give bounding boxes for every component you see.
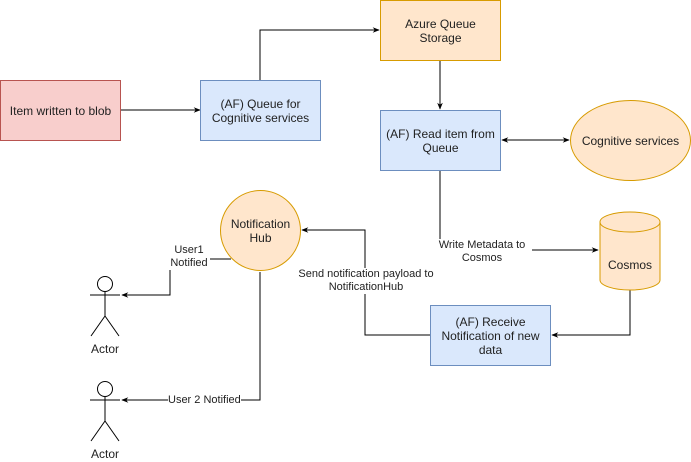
node-label: (AF) Queue for Cognitive services [211,96,310,125]
node-label: Cosmos [607,258,652,272]
node-label: Azure Queue Storage [405,16,476,45]
node-af-receive-notification[interactable]: (AF) Receive Notification of new data [430,305,551,366]
actor2-label: Actor [90,447,119,461]
node-cosmos[interactable]: Cosmos [600,258,660,272]
actor1-label: Actor [90,342,119,356]
node-azure-queue-storage[interactable]: Azure Queue Storage [380,0,501,61]
edge-queue-to-azure-storage [259,27,380,80]
node-cognitive-services[interactable]: Cognitive services [570,100,691,181]
edge-read-item-to-cosmos [439,170,599,253]
edge-label-user2-notified: User 2 Notified [168,394,241,407]
edge-cosmos-to-receive [551,290,631,338]
cosmos-cylinder-shape [599,211,661,291]
node-label: (AF) Receive Notification of new data [441,314,540,357]
node-label: Notification Hub [230,216,291,245]
actor2-icon [90,381,120,442]
edge-label-write-metadata: Write Metadata to Cosmos [432,239,532,265]
node-label: Item written to blob [9,103,112,118]
node-af-queue-for-cognitive[interactable]: (AF) Queue for Cognitive services [200,80,321,141]
edge-label-send-notification: Send notification payload to Notificatio… [296,268,436,294]
node-item-written-to-blob[interactable]: Item written to blob [0,80,121,141]
node-label: (AF) Read item from Queue [386,126,495,155]
edge-hub-to-actor2 [121,272,261,403]
node-label: Cognitive services [581,133,680,148]
actor1-icon [90,276,120,337]
node-notification-hub[interactable]: Notification Hub [220,190,301,271]
node-af-read-item-from-queue[interactable]: (AF) Read item from Queue [380,110,501,171]
edge-label-user1-notified: User1 Notified [168,244,210,270]
